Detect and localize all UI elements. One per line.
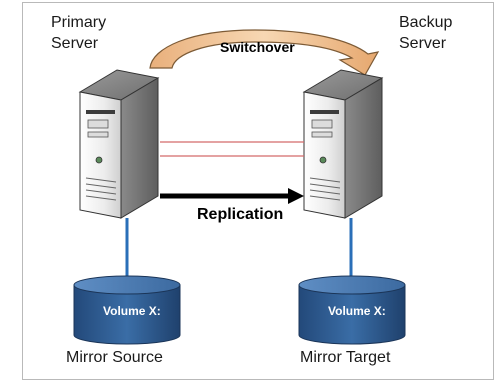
primary-server-label-line1: Primary	[51, 14, 107, 31]
diagram-canvas	[73, 29, 406, 345]
backup-server-label-line1: Backup	[399, 14, 453, 31]
backup-server-label-line2: Server	[399, 35, 447, 52]
replication-label: Replication	[197, 206, 284, 223]
backup-server-icon	[302, 69, 384, 219]
mirror-source-caption: Mirror Source	[66, 349, 163, 366]
target-volume-icon	[298, 275, 406, 345]
replication-arrow	[160, 188, 304, 204]
primary-server-icon	[78, 69, 160, 219]
source-volume-icon	[73, 275, 181, 345]
switchover-label: Switchover	[220, 39, 295, 55]
switchover-arc	[149, 29, 380, 76]
diagram-stage: Primary Server Backup Server Switchover …	[22, 2, 494, 380]
source-volume-label: Volume X:	[103, 304, 161, 318]
mirror-target-caption: Mirror Target	[300, 349, 391, 366]
primary-server-label-line2: Server	[51, 35, 99, 52]
heartbeat-lines	[160, 141, 304, 157]
target-volume-label: Volume X:	[328, 304, 386, 318]
